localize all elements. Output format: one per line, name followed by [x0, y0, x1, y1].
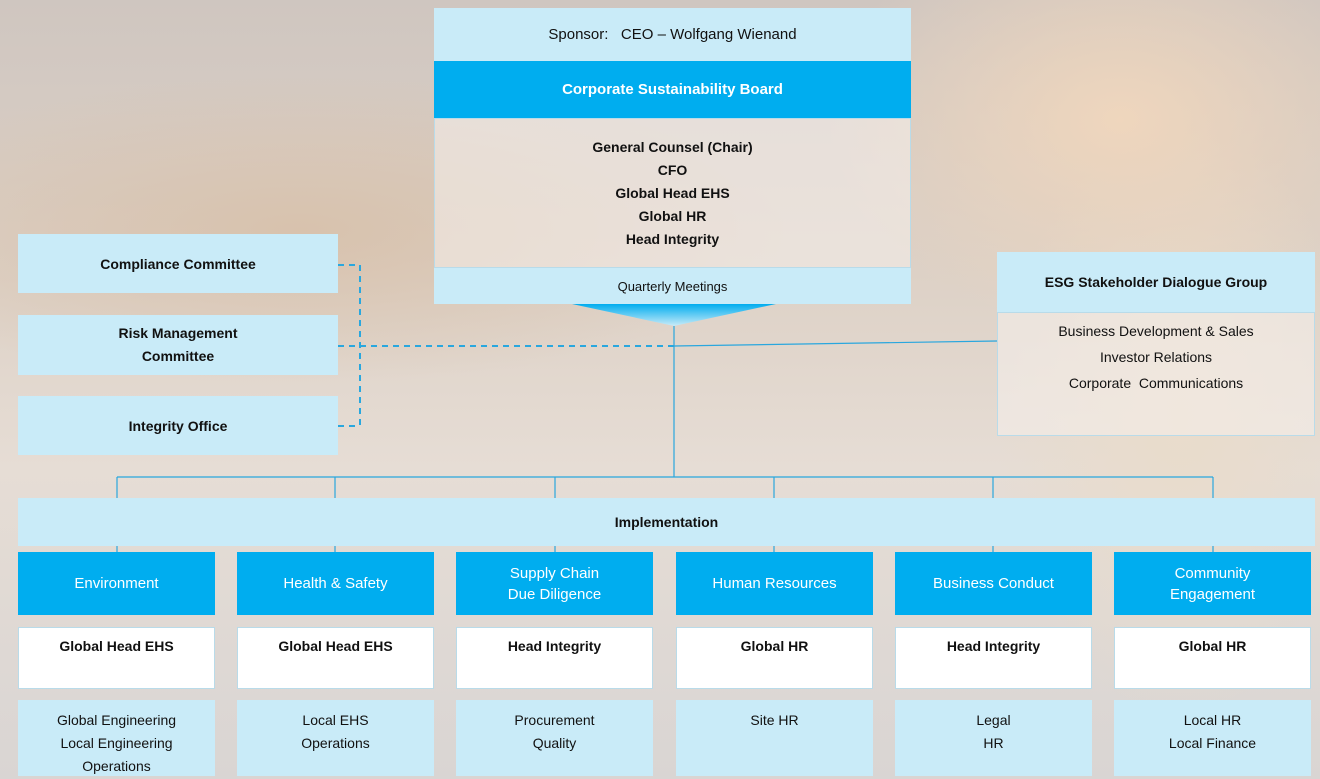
area-units-box: Local EHS Operations [237, 700, 434, 776]
area-name-label: Environment [74, 575, 159, 592]
esg-member: Business Development & Sales [1058, 323, 1254, 339]
area-units-box: Site HR [676, 700, 873, 776]
area-lead-label: Global Head EHS [59, 638, 174, 654]
area-name-label: Human Resources [712, 575, 837, 592]
area-lead-label: Head Integrity [946, 638, 1041, 654]
area-name-box: Human Resources [676, 552, 873, 615]
esg-title-box: ESG Stakeholder Dialogue Group [997, 252, 1315, 312]
esg-member: Investor Relations [1099, 349, 1213, 365]
implementation-bar: Implementation [18, 498, 1315, 546]
area-name-box: Business Conduct [895, 552, 1092, 615]
committee-label: Integrity Office [128, 417, 228, 434]
area-lead-label: Global HR [1178, 638, 1247, 654]
area-units-label: Procurement Quality [514, 712, 595, 751]
area-name-box: Supply Chain Due Diligence [456, 552, 653, 615]
board-members-box: General Counsel (Chair) CFO Global Head … [434, 118, 911, 268]
area-lead-label: Global HR [740, 638, 809, 654]
esg-members-box: Business Development & Sales Investor Re… [997, 312, 1315, 436]
area-units-label: Local EHS Operations [301, 712, 370, 751]
meetings-label: Quarterly Meetings [617, 278, 728, 294]
area-name-box: Community Engagement [1114, 552, 1311, 615]
area-units-label: Site HR [750, 712, 799, 728]
area-units-box: Global Engineering Local Engineering Ope… [18, 700, 215, 776]
implementation-label: Implementation [614, 514, 719, 530]
sponsor-box: Sponsor: CEO – Wolfgang Wienand [434, 8, 911, 61]
area-units-box: Legal HR [895, 700, 1092, 776]
board-member: Global Head EHS [615, 184, 730, 201]
board-title-box: Corporate Sustainability Board [434, 61, 911, 118]
board-funnel [572, 304, 776, 326]
area-lead-box: Global Head EHS [237, 627, 434, 689]
area-lead-box: Global Head EHS [18, 627, 215, 689]
area-name-label: Business Conduct [933, 575, 1054, 592]
committee-label: Risk Management Committee [118, 325, 238, 364]
area-lead-box: Global HR [676, 627, 873, 689]
area-name-label: Supply Chain Due Diligence [507, 564, 602, 603]
area-lead-box: Global HR [1114, 627, 1311, 689]
sponsor-label: Sponsor: CEO – Wolfgang Wienand [548, 26, 797, 43]
area-name-box: Environment [18, 552, 215, 615]
meetings-box: Quarterly Meetings [434, 268, 911, 304]
board-member: Global HR [638, 207, 707, 224]
esg-member: Corporate Communications [1068, 375, 1244, 391]
committee-box: Compliance Committee [18, 234, 338, 293]
esg-title: ESG Stakeholder Dialogue Group [1044, 274, 1268, 290]
area-name-box: Health & Safety [237, 552, 434, 615]
board-member: General Counsel (Chair) [592, 138, 753, 155]
area-name-label: Community Engagement [1169, 564, 1256, 603]
committee-label: Compliance Committee [100, 255, 256, 272]
board-member: Head Integrity [625, 230, 720, 247]
committee-box: Integrity Office [18, 396, 338, 455]
area-units-label: Local HR Local Finance [1168, 712, 1257, 751]
area-units-label: Global Engineering Local Engineering Ope… [56, 712, 177, 774]
area-units-box: Local HR Local Finance [1114, 700, 1311, 776]
area-lead-label: Head Integrity [507, 638, 602, 654]
area-lead-box: Head Integrity [456, 627, 653, 689]
committee-box: Risk Management Committee [18, 315, 338, 375]
area-lead-label: Global Head EHS [278, 638, 393, 654]
area-units-label: Legal HR [976, 712, 1011, 751]
board-title: Corporate Sustainability Board [562, 81, 783, 98]
board-member: CFO [657, 161, 688, 178]
area-units-box: Procurement Quality [456, 700, 653, 776]
area-name-label: Health & Safety [283, 575, 388, 592]
area-lead-box: Head Integrity [895, 627, 1092, 689]
